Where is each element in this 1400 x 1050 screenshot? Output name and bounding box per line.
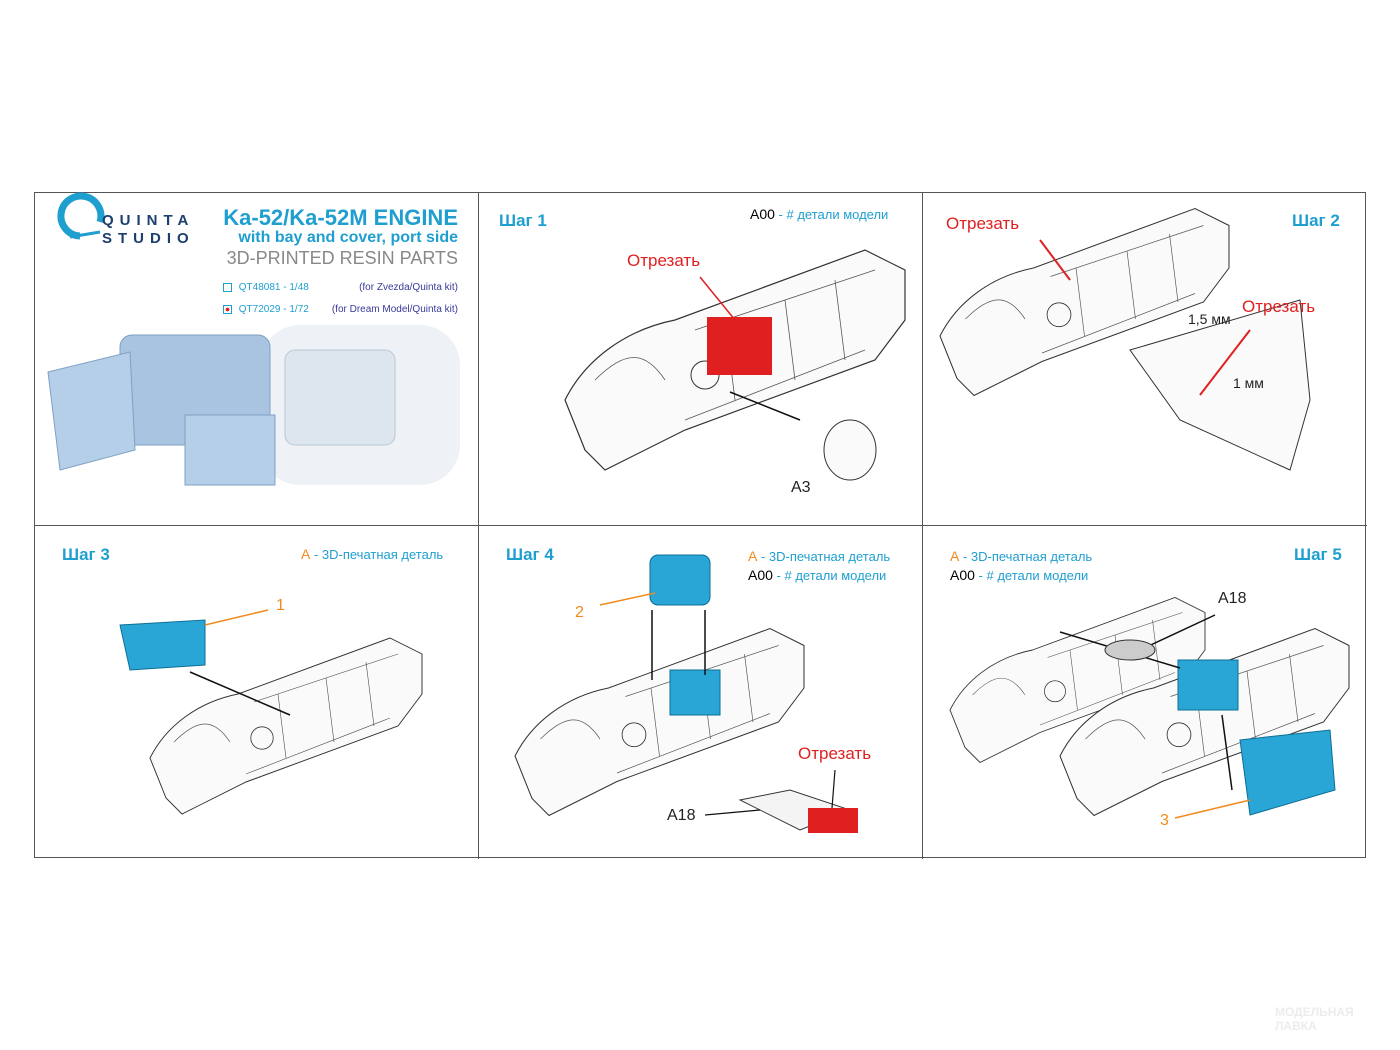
panel-step-2 — [923, 193, 1367, 526]
step-5-label: Шаг 5 — [1294, 545, 1342, 564]
part-label: 2 — [575, 604, 584, 621]
cut-label: Отрезать — [946, 214, 1020, 233]
part-label: 3 — [1160, 812, 1169, 829]
cut-label: Отрезать — [627, 251, 701, 270]
legend-model-part: A00 - # детали модели — [750, 206, 888, 222]
part-label: 1 — [276, 597, 285, 614]
legend-code: A00 — [748, 567, 773, 583]
legend-text: - # детали модели — [974, 568, 1089, 583]
legend-printed-part: A - 3D-печатная деталь — [950, 548, 1092, 564]
checkbox-checked[interactable] — [223, 304, 232, 314]
part-label: A3 — [791, 479, 811, 496]
legend-printed-part: A - 3D-печатная деталь — [301, 546, 443, 562]
brand-line1: QUINTA — [102, 212, 195, 229]
part-label: A18 — [667, 807, 696, 824]
product-title: Ka-52/Ka-52M ENGINE — [223, 205, 458, 230]
product-subtitle: with bay and cover, port side — [238, 229, 458, 246]
product-type: 3D-PRINTED RESIN PARTS — [226, 248, 458, 268]
step-3-label: Шаг 3 — [62, 545, 110, 564]
cut-region — [707, 317, 772, 375]
dimension-label: 1 мм — [1233, 375, 1264, 391]
watermark-line1: МОДЕЛЬНАЯ — [1275, 1005, 1354, 1019]
panel-header — [35, 193, 479, 526]
legend-letter: A — [748, 548, 758, 564]
dimension-label: 1,5 мм — [1188, 311, 1231, 327]
step-2-label: Шаг 2 — [1292, 211, 1340, 230]
panel-step-4 — [479, 526, 923, 859]
step-1-label: Шаг 1 — [499, 211, 547, 230]
cut-label: Отрезать — [1242, 297, 1316, 316]
legend-code: A00 — [950, 567, 975, 583]
legend-model-part: A00 - # детали модели — [748, 567, 886, 583]
variant-code: QT72029 - 1/72 — [238, 304, 309, 315]
legend-code: A00 — [750, 206, 775, 222]
watermark-line2: ЛАВКА — [1275, 1019, 1317, 1033]
legend-text: - 3D-печатная деталь — [310, 547, 444, 562]
legend-letter: A — [950, 548, 960, 564]
checkbox-unchecked[interactable] — [223, 282, 232, 292]
engine-bay-render — [47, 325, 460, 486]
quinta-logo-icon — [57, 192, 105, 240]
variant-2[interactable]: QT72029 - 1/72 (for Dream Model/Quinta k… — [223, 304, 458, 315]
legend-text: - 3D-печатная деталь — [959, 549, 1093, 564]
legend-letter: A — [301, 546, 311, 562]
legend-text: - # детали модели — [774, 207, 889, 222]
panel-step-3 — [35, 526, 479, 859]
panel-step-1 — [479, 193, 923, 526]
instruction-grid — [34, 192, 1367, 859]
brand-line2: STUDIO — [102, 230, 195, 247]
legend-printed-part: A - 3D-печатная деталь — [748, 548, 890, 564]
variant-code: QT48081 - 1/48 — [238, 282, 309, 293]
part-label: A18 — [1218, 590, 1247, 607]
legend-text: - 3D-печатная деталь — [757, 549, 891, 564]
step-4-label: Шаг 4 — [506, 545, 554, 564]
variant-kit: (for Zvezda/Quinta kit) — [359, 282, 458, 293]
variant-kit: (for Dream Model/Quinta kit) — [331, 304, 458, 315]
cut-label: Отрезать — [798, 744, 872, 763]
legend-model-part: A00 - # детали модели — [950, 567, 1088, 583]
variant-1[interactable]: QT48081 - 1/48 (for Zvezda/Quinta kit) — [223, 282, 458, 293]
legend-text: - # детали модели — [772, 568, 887, 583]
